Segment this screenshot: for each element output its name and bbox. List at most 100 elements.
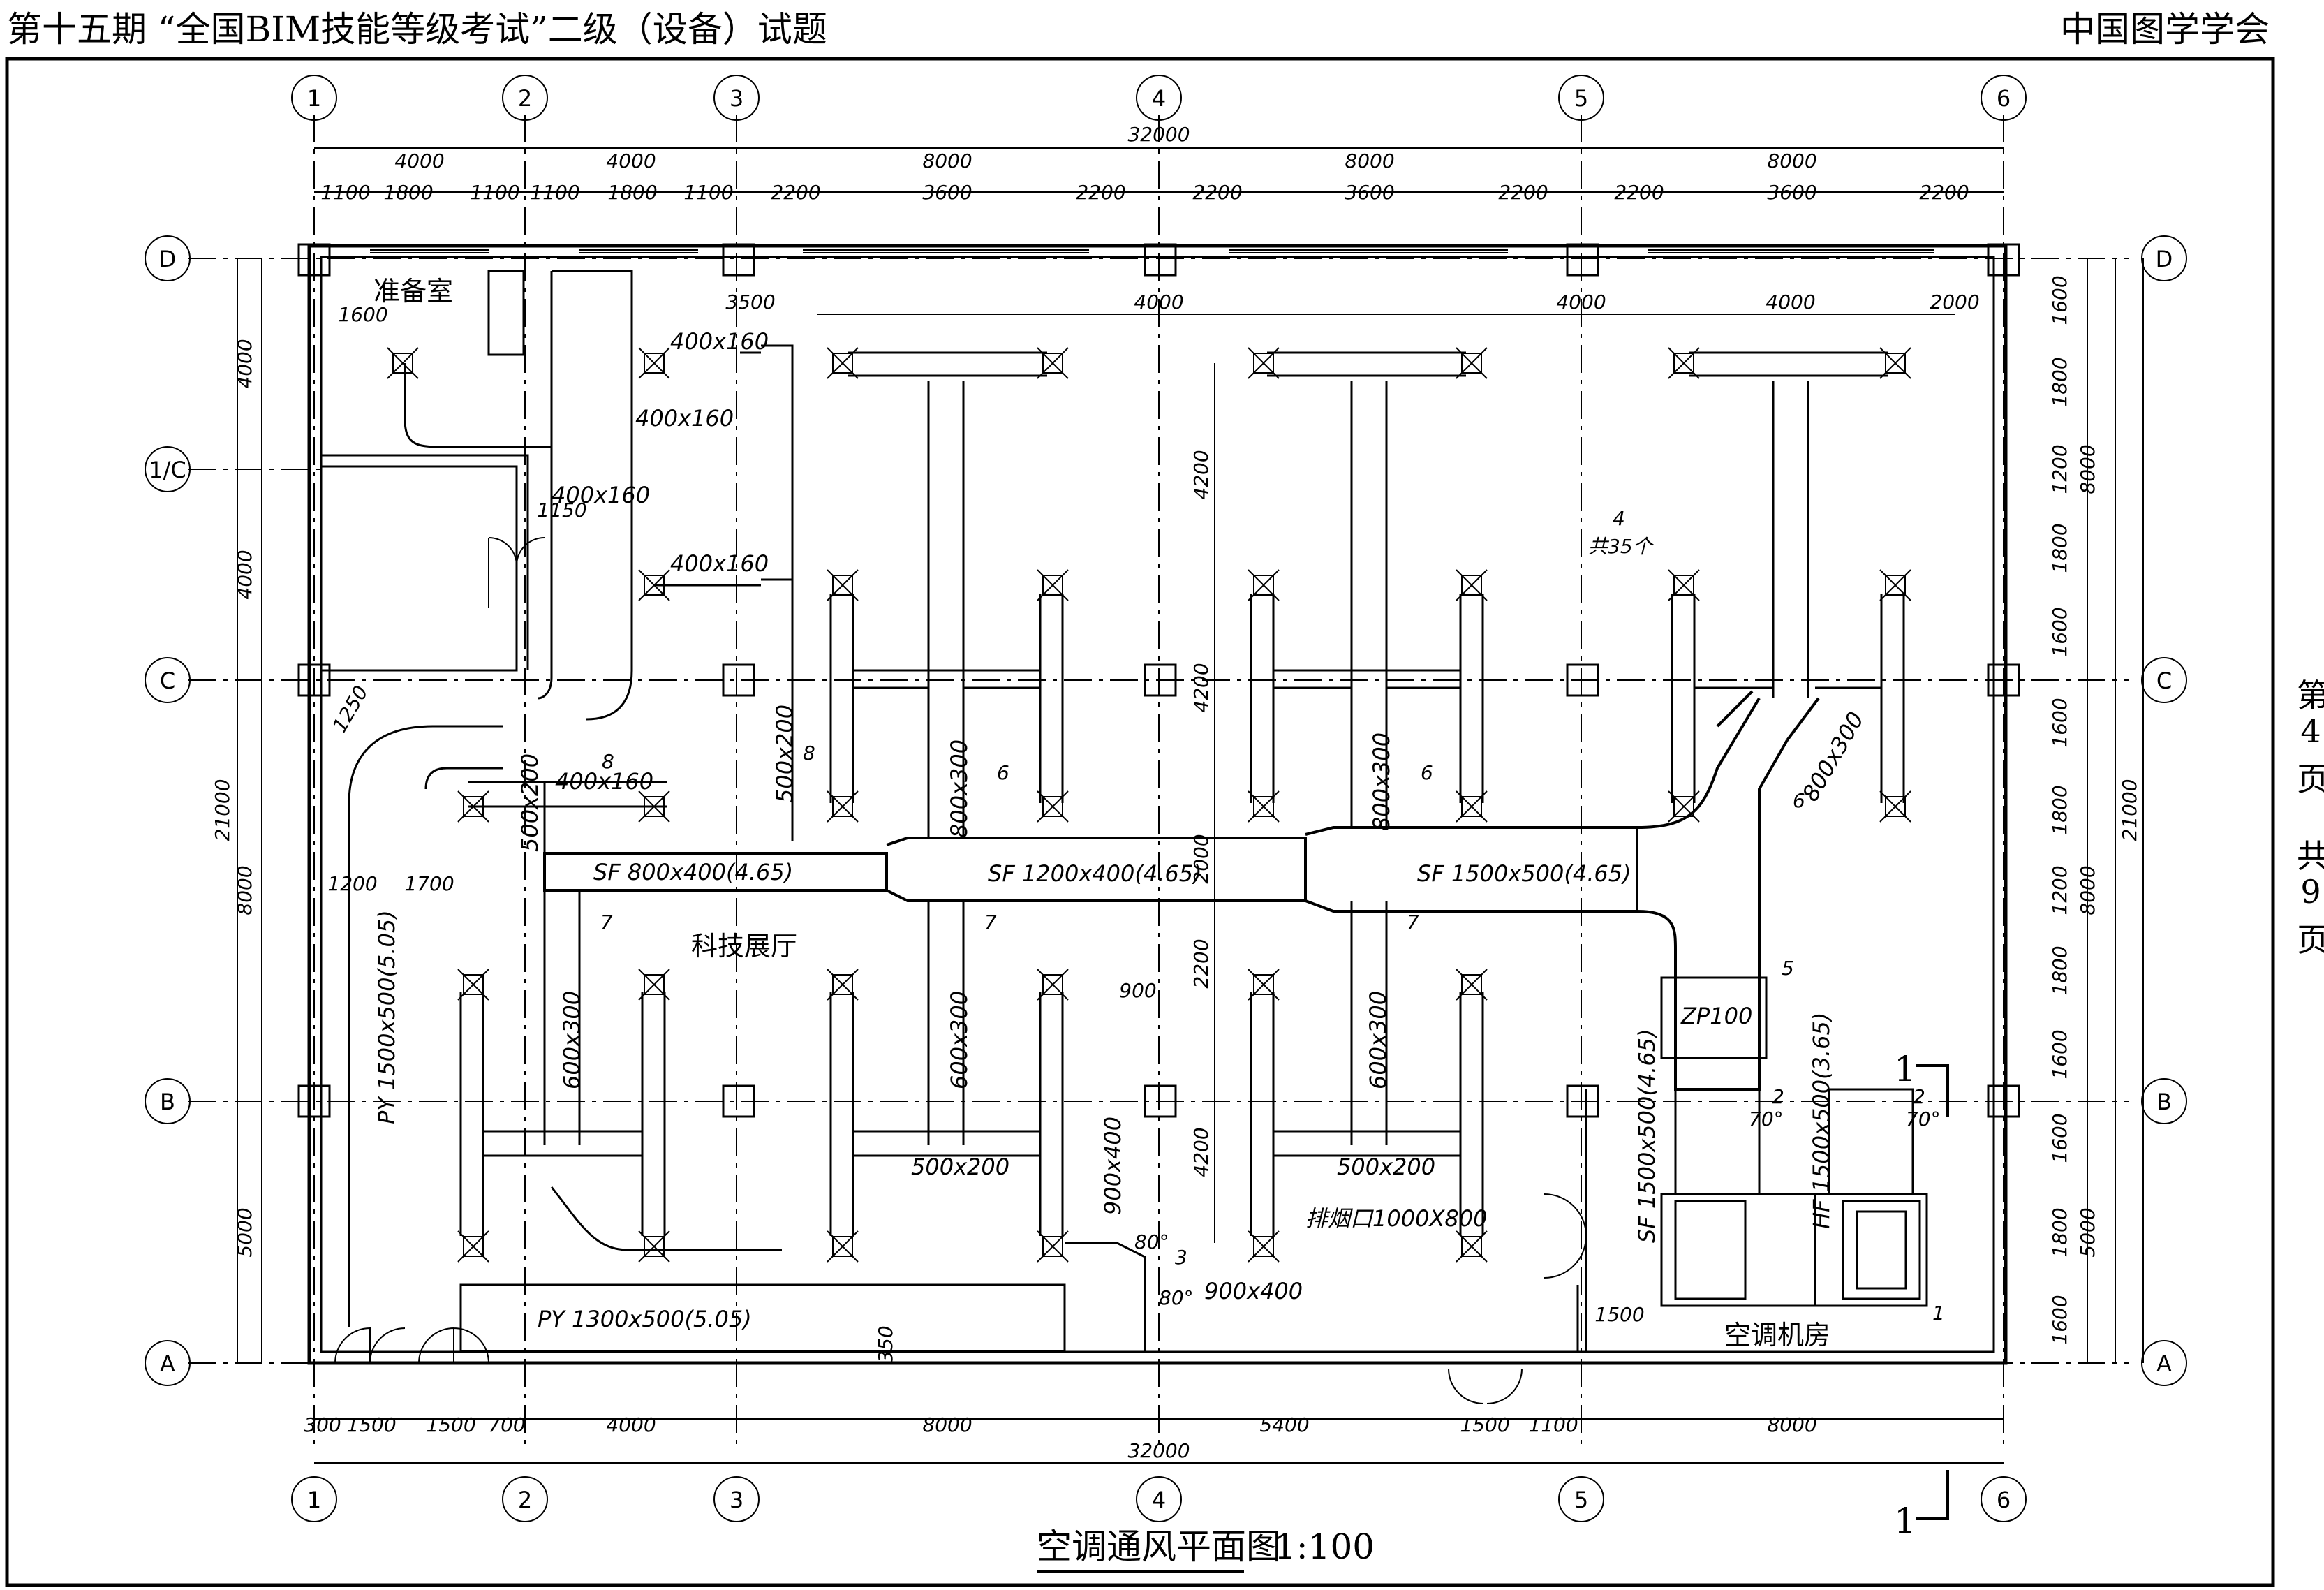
grid-bubble-D: D bbox=[2141, 235, 2187, 281]
branch-duct-segment bbox=[1671, 594, 1905, 803]
callout-7: 7 bbox=[1407, 911, 1419, 934]
grid-bubble-4: 4 bbox=[1136, 1476, 1182, 1522]
callout-4-count: 共35个 bbox=[1588, 535, 1655, 558]
label-sf1: SF 800x400(4.65) bbox=[593, 859, 793, 885]
label-zp: ZP100 bbox=[1680, 1003, 1752, 1029]
callout-1: 1 bbox=[1932, 1302, 1945, 1325]
dim-misc: 1500 bbox=[1594, 1303, 1644, 1326]
branch-duct-segment bbox=[459, 890, 666, 1236]
grid-bubble-3: 3 bbox=[713, 75, 760, 121]
dim-right-row1: 5000 bbox=[2076, 1207, 2099, 1257]
windows bbox=[370, 249, 1934, 253]
label-600x300: 600x300 bbox=[946, 991, 972, 1089]
callout-5: 5 bbox=[1782, 957, 1794, 980]
branch-duct-segment bbox=[829, 901, 1064, 1236]
grid-bubble-B: B bbox=[2141, 1078, 2187, 1124]
label-400x160: 400x160 bbox=[552, 482, 650, 508]
dim-misc: 1700 bbox=[404, 872, 454, 895]
room-ahu: 空调机房 bbox=[1724, 1320, 1830, 1350]
dim-top-row1: 8000 bbox=[1345, 149, 1394, 172]
diffusers bbox=[387, 347, 1911, 1263]
callout-70: 70° bbox=[1906, 1107, 1941, 1131]
dim-top-row2: 1800 bbox=[383, 181, 433, 204]
dim-top-row2: 3600 bbox=[1345, 181, 1394, 204]
dim-bottom-row: 1500 bbox=[426, 1413, 475, 1436]
grid-bubble-D: D bbox=[145, 235, 191, 281]
dim-top-row1: 4000 bbox=[394, 149, 444, 172]
dim-inner-top: 4000 bbox=[1134, 290, 1183, 314]
diffuser-icon bbox=[1879, 790, 1911, 823]
building-walls bbox=[307, 244, 2008, 1365]
dim-right-row2: 1200 bbox=[2048, 865, 2071, 915]
dim-bottom-row: 8000 bbox=[922, 1413, 972, 1436]
grid-bubble-6: 6 bbox=[1981, 75, 2027, 121]
diffuser-icon bbox=[1037, 790, 1069, 823]
label-500x200-v: 500x200 bbox=[517, 753, 543, 852]
callout-6: 6 bbox=[1421, 761, 1433, 784]
grid-bubble-2: 2 bbox=[502, 75, 548, 121]
label-800x300: 800x300 bbox=[946, 739, 972, 838]
section-cut bbox=[1916, 1064, 1949, 1520]
callout-3: 3 bbox=[1175, 1246, 1187, 1269]
grid-bubble-A: A bbox=[145, 1340, 191, 1386]
diffuser-icon bbox=[1248, 969, 1280, 1001]
dim-right-row2: 1600 bbox=[2048, 275, 2071, 325]
dim-bottom-row: 1500 bbox=[346, 1413, 396, 1436]
branch-ducts bbox=[459, 344, 1905, 1236]
dim-misc: 900 bbox=[1119, 979, 1156, 1002]
branch-duct-segment bbox=[1250, 594, 1484, 803]
diffuser-icon bbox=[827, 1230, 859, 1263]
callout-80: 80° bbox=[1134, 1230, 1169, 1253]
grid-bubble-label: C bbox=[2156, 668, 2172, 694]
label-900x400-v: 900x400 bbox=[1100, 1117, 1126, 1215]
grid-bubble-1/C: 1/C bbox=[145, 446, 191, 492]
prep-riser bbox=[404, 270, 633, 721]
grid-bubble-5: 5 bbox=[1558, 1476, 1604, 1522]
branch-duct-segment bbox=[653, 344, 794, 841]
ahu-equipment bbox=[1660, 976, 1928, 1307]
grid-bubble-label: A bbox=[2156, 1350, 2172, 1377]
dim-inner-vertical: 2200 bbox=[1190, 938, 1213, 988]
dim-top-row2: 1100 bbox=[470, 181, 519, 204]
grid-bubble-5: 5 bbox=[1558, 75, 1604, 121]
label-900x400: 900x400 bbox=[1204, 1278, 1303, 1304]
section-mark: 1 bbox=[1894, 1501, 1916, 1541]
diffuser-icon bbox=[1248, 1230, 1280, 1263]
dim-left-row: 5000 bbox=[233, 1207, 256, 1257]
diffuser-icon bbox=[1879, 569, 1911, 601]
grid-bubble-label: 3 bbox=[730, 85, 743, 112]
dim-right-row2: 1800 bbox=[2048, 357, 2071, 406]
grid-bubble-label: 4 bbox=[1152, 1487, 1166, 1513]
dim-right-row2: 1800 bbox=[2048, 523, 2071, 573]
grid-bubble-1: 1 bbox=[291, 75, 337, 121]
partitions bbox=[321, 454, 1587, 1352]
grid-bubble-label: D bbox=[2156, 246, 2173, 272]
dim-bottom-row: 1500 bbox=[1460, 1413, 1509, 1436]
page-char: 第 bbox=[2297, 677, 2324, 714]
diffuser-icon bbox=[1037, 969, 1069, 1001]
callout-7: 7 bbox=[600, 911, 613, 934]
grid-bubble-C: C bbox=[2141, 657, 2187, 703]
total-char: 共 bbox=[2297, 837, 2324, 875]
dim-inner-vertical: 4200 bbox=[1190, 450, 1213, 499]
diffuser-icon bbox=[638, 1230, 670, 1263]
page-number: 4 bbox=[2300, 712, 2321, 750]
grid-lines bbox=[188, 115, 2129, 1445]
branch-duct-segment bbox=[1267, 351, 1466, 827]
section-mark: 1 bbox=[1894, 1049, 1916, 1089]
dimension-lines bbox=[237, 147, 2144, 1464]
exam-title: 第十五期 “全国BIM技能等级考试”二级（设备）试题 bbox=[7, 9, 827, 50]
label-400x160: 400x160 bbox=[635, 405, 734, 432]
dim-inner-vertical: 4200 bbox=[1190, 663, 1213, 712]
grid-bubble-A: A bbox=[2141, 1340, 2187, 1386]
diffuser-icon bbox=[1248, 347, 1280, 379]
dim-top-total: 32000 bbox=[1127, 123, 1190, 146]
label-400x160: 400x160 bbox=[670, 328, 769, 355]
main-supply-duct bbox=[543, 690, 1820, 1091]
page-char: 页 bbox=[2297, 760, 2324, 798]
room-hall: 科技展厅 bbox=[691, 931, 797, 962]
callout-4: 4 bbox=[1613, 507, 1625, 530]
organization-name: 中国图学学会 bbox=[2060, 9, 2270, 50]
grid-bubble-label: C bbox=[160, 668, 175, 694]
